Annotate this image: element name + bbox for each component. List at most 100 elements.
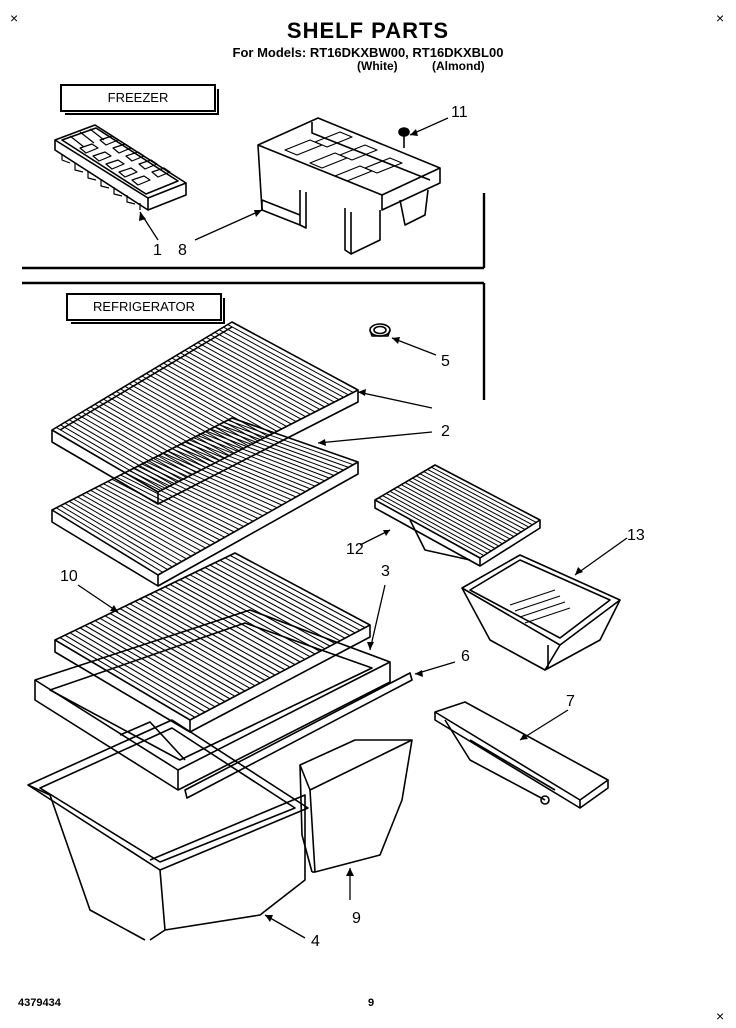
wire-line [107,396,221,461]
wire-line [218,329,344,398]
leader-lines [77,117,628,939]
wire-line [89,622,226,702]
ice-tray-part-1 [54,124,187,211]
wire-line [171,448,292,501]
wire-line [154,456,273,511]
wire-line [133,467,249,525]
wire-line [59,637,196,718]
wire-line [134,600,271,679]
callout-5: 5 [441,353,450,370]
wire-line [193,344,316,413]
callout-12: 12 [346,541,364,558]
wire-line [116,390,230,457]
wire-line [382,495,488,554]
screw-part-11 [398,127,410,148]
wire-line [137,465,254,522]
wire-line [194,571,331,647]
wire-line [94,487,206,549]
wire-line [171,357,292,425]
callout-1: 1 [153,242,162,259]
wire-line [393,488,500,547]
slide-rail-part-7 [434,701,609,809]
callout-6: 6 [461,648,470,665]
wire-line [104,615,241,695]
wire-line [416,475,522,533]
wire-line [206,430,330,479]
wire-line [197,435,321,484]
wire-line [412,477,518,535]
wire-line [120,474,235,533]
wire-line [158,454,278,509]
wire-line [176,446,297,498]
wire-line [77,414,187,478]
wire-line [116,476,230,536]
wire-line [167,450,287,503]
color-almond-label: (Almond) [432,59,485,73]
callout-7: 7 [566,693,575,710]
wire-line [94,403,206,469]
front-trim-part-6 [184,672,413,799]
wire-line [56,507,164,573]
wire-line [79,627,216,708]
wire-line [109,612,246,692]
wire-line [401,484,507,542]
wire-line [103,398,216,464]
wire-line [159,588,296,666]
wire-line [141,463,259,519]
wire-line [90,489,202,552]
wire-line [68,500,178,565]
wire-line [98,485,211,546]
wire-line [189,574,326,650]
wire-line [141,375,259,442]
wire-line [378,497,485,557]
wire-line [64,502,173,568]
wire-line [386,492,492,552]
wire-line [163,452,283,506]
wire-line [98,401,211,466]
wire-line [227,324,354,393]
wire-line [204,567,341,642]
page-title: SHELF PARTS [286,18,450,43]
wire-shelf-part-2-lower [51,417,359,587]
wire-line [169,583,306,660]
wire-line [154,367,273,435]
wire-line [164,586,301,663]
wire-line [124,472,240,530]
callout-9: 9 [352,910,361,927]
wire-line [150,370,268,437]
wire-line [218,424,344,471]
wire-line [64,634,201,716]
wire-line [201,339,325,408]
wire-line [154,591,291,668]
wire-line [174,581,311,658]
wire-line [184,576,321,652]
wire-line [99,617,236,697]
registration-mark-bottom-right: × [716,1008,725,1024]
wire-line [128,470,244,528]
crisper-shelf-part-10 [54,552,371,733]
callout-11: 11 [451,104,468,121]
leader-arrowheads [110,129,583,922]
wire-line [197,342,321,410]
wire-line [210,428,335,476]
spring-part-5 [369,323,391,337]
wire-line [214,426,340,474]
wire-shelf-part-2-upper [51,321,359,505]
wire-line [184,349,306,418]
wire-line [81,494,192,557]
wire-line [146,372,264,440]
wire-line [427,468,533,526]
color-white-label: (White) [357,59,398,73]
wire-line [431,466,537,523]
wire-line [179,579,316,655]
wire-line [81,411,192,476]
wire-line [90,406,202,471]
document-number: 4379434 [18,997,61,1009]
wire-line [86,492,197,554]
wire-line [56,426,164,491]
wire-line [210,334,335,403]
wire-line [389,490,496,549]
wire-line [163,362,283,430]
callout-10: 10 [60,568,78,585]
